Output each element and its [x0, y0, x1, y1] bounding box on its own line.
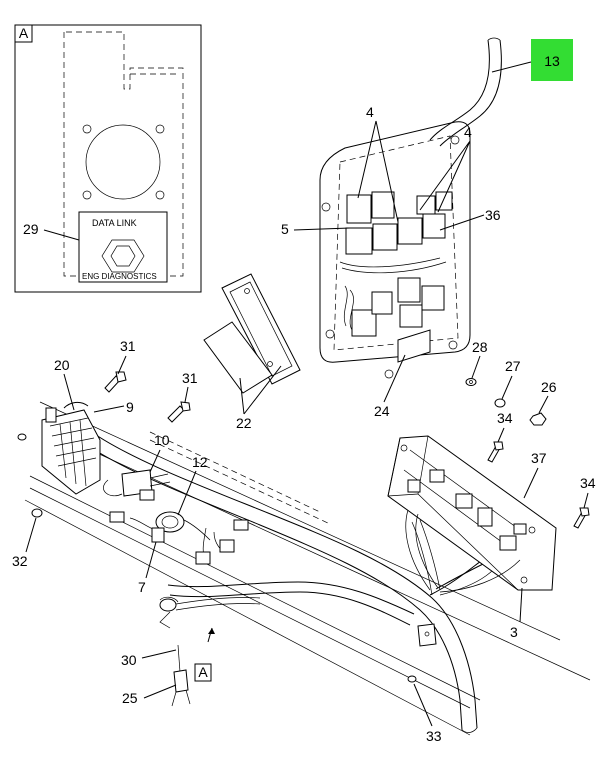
- relay-panel: [319, 121, 471, 379]
- sensor-assembly: [159, 596, 261, 707]
- callout-34: 34: [497, 410, 513, 426]
- mount-hole: [82, 190, 92, 200]
- screw: [573, 507, 590, 529]
- callout-33: 33: [426, 728, 442, 744]
- harness-tube: [429, 39, 490, 141]
- harness-clip: [417, 623, 437, 647]
- view-marker-box: [194, 663, 212, 682]
- callout-5: 5: [281, 221, 289, 237]
- callout-7: 7: [138, 579, 146, 595]
- fastener: [31, 508, 43, 518]
- callout-13[interactable]: 13: [544, 53, 560, 69]
- callout-25: 25: [122, 690, 138, 706]
- data-link-panel: [78, 211, 168, 283]
- relay: [397, 217, 423, 245]
- callout-34: 34: [580, 475, 596, 491]
- callout-37: 37: [531, 450, 547, 466]
- diagnostic-connector-hex: [101, 239, 145, 273]
- callout-27: 27: [505, 358, 521, 374]
- callout-32: 32: [12, 553, 28, 569]
- lock-washer: [494, 398, 506, 408]
- eng-diagnostics-caption: ENG DIAGNOSTICS: [82, 272, 157, 281]
- screw: [487, 441, 504, 463]
- mount-hole: [155, 190, 165, 200]
- panel-bolt: [384, 369, 394, 379]
- callout-13-box[interactable]: [531, 39, 573, 81]
- panel-outer: [319, 121, 471, 363]
- panel-bolt: [325, 329, 335, 339]
- relay: [399, 304, 423, 328]
- relay: [397, 277, 421, 303]
- large-cutout: [85, 124, 161, 200]
- callout-26: 26: [541, 379, 557, 395]
- relay: [416, 195, 436, 215]
- callout-29: 29: [23, 221, 39, 237]
- branch-harness: [169, 591, 411, 626]
- callout-36: 36: [485, 207, 501, 223]
- gasket: [203, 321, 273, 394]
- callout-28: 28: [472, 339, 488, 355]
- mount-hole: [155, 124, 165, 134]
- relay: [372, 223, 398, 251]
- callout-20: 20: [54, 357, 70, 373]
- data-link-title: DATA LINK: [92, 218, 137, 228]
- relay: [435, 191, 453, 211]
- panel-bolt: [321, 202, 331, 212]
- callout-3: 3: [510, 624, 518, 640]
- view-marker: A: [198, 664, 208, 680]
- screw: [167, 401, 191, 423]
- callout-10: 10: [154, 432, 170, 448]
- callout-12: 12: [192, 454, 208, 470]
- panel-bolt: [448, 340, 458, 350]
- inset-view-a: A DATA LINK ENG DIAGNOSTICS 29: [14, 24, 202, 293]
- callout-30: 30: [121, 652, 137, 668]
- connector-12: [109, 511, 211, 541]
- fastener: [17, 433, 27, 441]
- callout-31: 31: [182, 370, 198, 386]
- washer: [465, 378, 477, 386]
- bracket: [397, 329, 431, 363]
- control-module: [387, 435, 557, 593]
- fuse-block: [41, 401, 101, 495]
- nut: [529, 412, 547, 426]
- callout-31: 31: [120, 338, 136, 354]
- bezel-frame: [221, 273, 301, 385]
- fastener: [407, 675, 417, 683]
- connector-group: [195, 519, 249, 565]
- inset-label-box: [14, 24, 33, 43]
- callout-4: 4: [366, 104, 374, 120]
- screw: [104, 371, 127, 393]
- callout-22: 22: [236, 415, 252, 431]
- callout-9: 9: [126, 399, 134, 415]
- relay: [371, 191, 395, 219]
- mount-hole: [82, 124, 92, 134]
- connector-10: [103, 469, 171, 501]
- relay: [346, 194, 372, 224]
- connector-7: [151, 527, 165, 543]
- relay: [345, 227, 373, 255]
- relay: [421, 285, 445, 311]
- support-beam: [24, 401, 591, 736]
- callout-24: 24: [374, 403, 390, 419]
- callout-4: 4: [464, 124, 472, 140]
- relay: [371, 291, 393, 315]
- callout-13-highlight[interactable]: 13: [531, 39, 573, 81]
- panel-bolt: [450, 135, 460, 145]
- main-harness: [79, 427, 511, 733]
- inset-view-label: A: [19, 25, 29, 41]
- relay: [422, 213, 446, 239]
